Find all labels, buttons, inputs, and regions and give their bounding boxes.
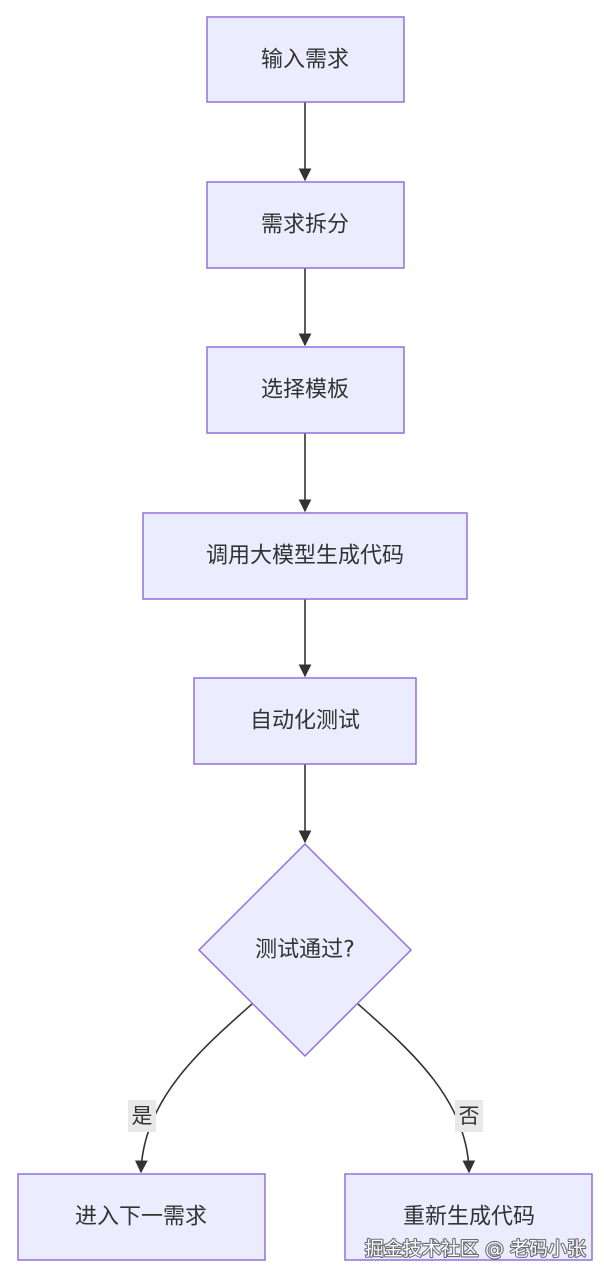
edge-label-no-bg: [455, 1100, 483, 1132]
node-next: 进入下一需求: [17, 1173, 266, 1261]
node-test: 自动化测试: [193, 677, 417, 765]
node-generate: 调用大模型生成代码: [142, 512, 468, 600]
node-test-label: 自动化测试: [250, 709, 360, 734]
edge-label-no: 否: [459, 1104, 480, 1128]
edge-label-yes-group: 是: [128, 1100, 156, 1132]
edge-label-yes-bg: [128, 1100, 156, 1132]
node-regen-box: [344, 1173, 593, 1261]
node-next-label: 进入下一需求: [75, 1205, 207, 1230]
edges: [134, 102, 476, 1174]
edge-label-no-group: 否: [455, 1100, 483, 1132]
node-split-label: 需求拆分: [261, 213, 349, 238]
node-test-box: [193, 677, 417, 765]
edge-decision-to-next: [134, 1003, 253, 1174]
edge-label-yes: 是: [132, 1104, 153, 1128]
node-split-box: [206, 181, 405, 269]
node-regen: 重新生成代码: [344, 1173, 593, 1261]
node-split: 需求拆分: [206, 181, 405, 269]
node-input-label: 输入需求: [261, 48, 349, 73]
node-decision: 测试通过?: [197, 842, 413, 1058]
node-input-box: [206, 16, 405, 103]
watermark-text: 掘金技术社区 @ 老码小张: [365, 1238, 586, 1260]
node-decision-label: 测试通过?: [255, 938, 355, 963]
node-decision-diamond: [197, 842, 413, 1058]
node-next-box: [17, 1173, 266, 1261]
node-generate-box: [142, 512, 468, 600]
node-generate-label: 调用大模型生成代码: [206, 544, 404, 569]
node-regen-label: 重新生成代码: [403, 1205, 535, 1230]
edge-decision-to-regen: [357, 1003, 476, 1174]
node-template: 选择模板: [206, 346, 405, 434]
node-template-label: 选择模板: [261, 378, 349, 403]
node-input: 输入需求: [206, 16, 405, 103]
node-template-box: [206, 346, 405, 434]
